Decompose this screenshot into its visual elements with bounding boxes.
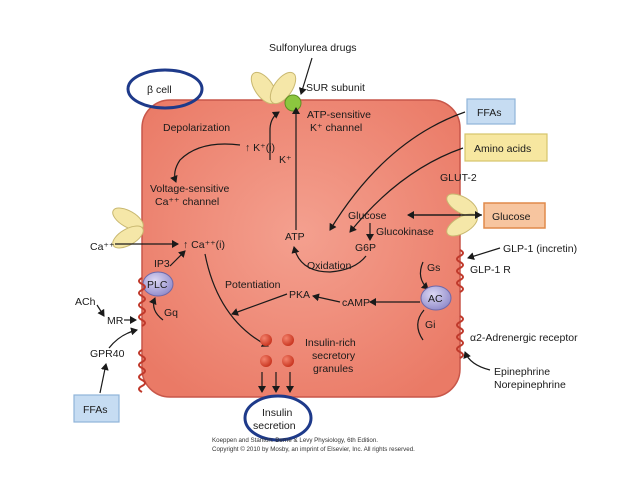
g6p-label: G6P [355, 242, 376, 254]
oxidation-arrow [291, 246, 367, 273]
glut2-label: GLUT-2 [440, 172, 477, 184]
granule-4 [282, 355, 294, 367]
granule-3 [260, 355, 272, 367]
beta-cell-body [141, 99, 461, 398]
mr-receptor-icon [138, 277, 146, 327]
plc-label: PLC [147, 279, 168, 291]
gs-arrow [419, 261, 429, 290]
k-plus-label: K⁺ [279, 154, 292, 166]
ffas-bottom-label: FFAs [83, 404, 108, 416]
k-internal-label: ↑ K⁺(i) [245, 142, 275, 154]
beta-cell-label: β cell [147, 84, 172, 96]
granule-1 [260, 334, 272, 346]
beta-cell-highlight-circle [126, 68, 204, 110]
amino-acids-arrow [349, 147, 464, 233]
alpha2-receptor-icon [456, 315, 464, 359]
insulin-secretion-label-2: secretion [253, 420, 296, 432]
norepinephrine-label: Norepinephrine [494, 379, 566, 391]
ffas-top-label: FFAs [477, 107, 502, 119]
epinephrine-label: Epinephrine [494, 366, 550, 378]
gs-label: Gs [427, 262, 440, 274]
gq-to-plc-arrow [149, 297, 164, 321]
gpr40-receptor-icon [138, 349, 146, 393]
ffas-arrow [329, 111, 466, 231]
glp1r-receptor-icon [456, 249, 464, 293]
gq-label: Gq [164, 307, 178, 319]
mr-label: MR [107, 315, 124, 327]
ip3-arrow [169, 250, 186, 267]
sur-subunit-icon [284, 94, 302, 112]
camp-label: cAMP [342, 297, 370, 309]
granules-label-1: Insulin-rich [305, 337, 356, 349]
caption-line-1: Koeppen and Stanton: Berne & Levy Physio… [212, 437, 378, 444]
ip3-label: IP3 [154, 258, 170, 270]
ca-to-granules-arrow [204, 253, 269, 347]
camp-to-pka-arrow [312, 293, 341, 303]
glucose-internal-label: Glucose [348, 210, 387, 222]
granules-label-3: granules [313, 363, 353, 375]
ach-arrow [96, 304, 105, 317]
ffas-bottom-arrow [99, 363, 109, 394]
pka-label: PKA [289, 289, 310, 301]
epinephrine-arrow [463, 351, 491, 371]
ffas-top-box [466, 98, 516, 125]
vs-channel-label-1: Voltage-sensitive [150, 183, 230, 195]
gi-inhibit-line [417, 309, 425, 341]
insulin-secretion-highlight-circle [243, 394, 313, 442]
potentiation-label: Potentiation [225, 279, 281, 291]
vs-channel-label-2: Ca⁺⁺ channel [155, 196, 219, 208]
gi-label: Gi [425, 319, 436, 331]
depolarization-label: Depolarization [163, 122, 230, 134]
katp-channel-right-lobe [269, 71, 297, 105]
alpha2-label: α2-Adrenergic receptor [470, 332, 578, 344]
atp-label: ATP [285, 231, 305, 243]
glucose-external-box [483, 202, 546, 229]
oxidation-label: Oxidation [307, 260, 352, 272]
atp-channel-label-2: K⁺ channel [310, 122, 362, 134]
atp-channel-label-1: ATP-sensitive [307, 109, 371, 121]
k-efflux-arrow [269, 111, 280, 160]
ffas-bottom-box [73, 394, 120, 423]
glp1-arrow [467, 247, 501, 261]
ca-external-label: Ca⁺⁺ [90, 241, 115, 253]
glucose-external-label: Glucose [492, 211, 531, 223]
sulfonylurea-arrow [298, 57, 313, 95]
glp1-incretin-label: GLP-1 (incretin) [503, 243, 577, 255]
amino-acids-label: Amino acids [474, 143, 531, 155]
granules-label-2: secretory [312, 350, 356, 362]
potentiation-arrow [231, 293, 288, 316]
gpr40-arrow [108, 327, 138, 349]
ac-enzyme-icon [420, 285, 452, 311]
amino-acids-box [464, 133, 548, 162]
ca-internal-label: ↑ Ca⁺⁺(i) [183, 239, 225, 251]
caption-line-2: Copyright © 2010 by Mosby, an imprint of… [212, 446, 415, 453]
insulin-secretion-label-1: Insulin [262, 407, 293, 419]
glp1r-label: GLP-1 R [470, 264, 511, 276]
sur-subunit-label: SUR subunit [306, 82, 365, 94]
glucokinase-label: Glucokinase [376, 226, 434, 238]
sulfonylurea-label: Sulfonylurea drugs [269, 42, 357, 54]
ac-label: AC [428, 293, 443, 305]
ach-label: ACh [75, 296, 96, 308]
ca-channel-left-lobe [112, 207, 144, 231]
depolarization-arrow [170, 143, 241, 183]
gpr40-label: GPR40 [90, 348, 125, 360]
granule-2 [282, 334, 294, 346]
